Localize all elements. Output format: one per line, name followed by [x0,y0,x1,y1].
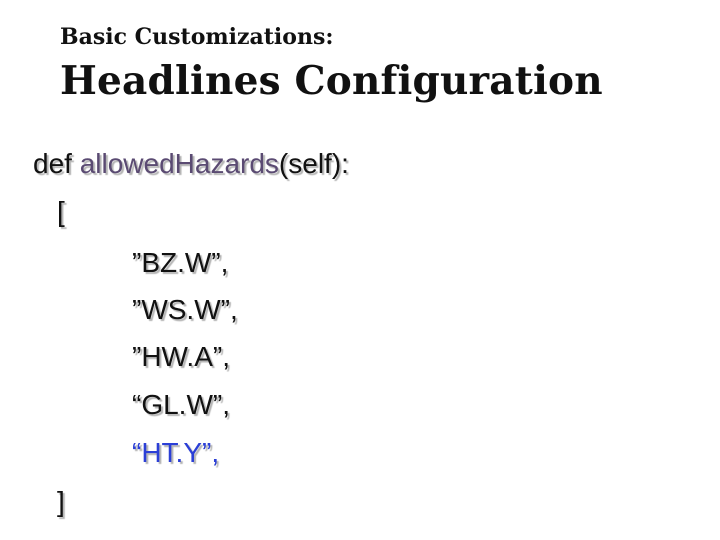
def-keyword: def [33,148,80,179]
function-name: allowedHazards [79,148,279,179]
close-bracket: ] [57,486,65,517]
hazard-item: ”HW.A”, [132,341,230,372]
function-signature: (self): [278,148,349,179]
hazard-item: ”BZ.W”, [132,247,229,278]
slide-title: Headlines Configuration [60,58,603,104]
slide-subtitle: Basic Customizations: [60,24,334,50]
function-definition-line: def allowedHazards(self): [33,148,349,180]
open-bracket: [ [57,196,65,227]
hazard-item: ”WS.W”, [132,294,238,325]
hazard-item: “GL.W”, [132,389,230,420]
hazard-item-highlighted: “HT.Y”, [132,437,220,468]
